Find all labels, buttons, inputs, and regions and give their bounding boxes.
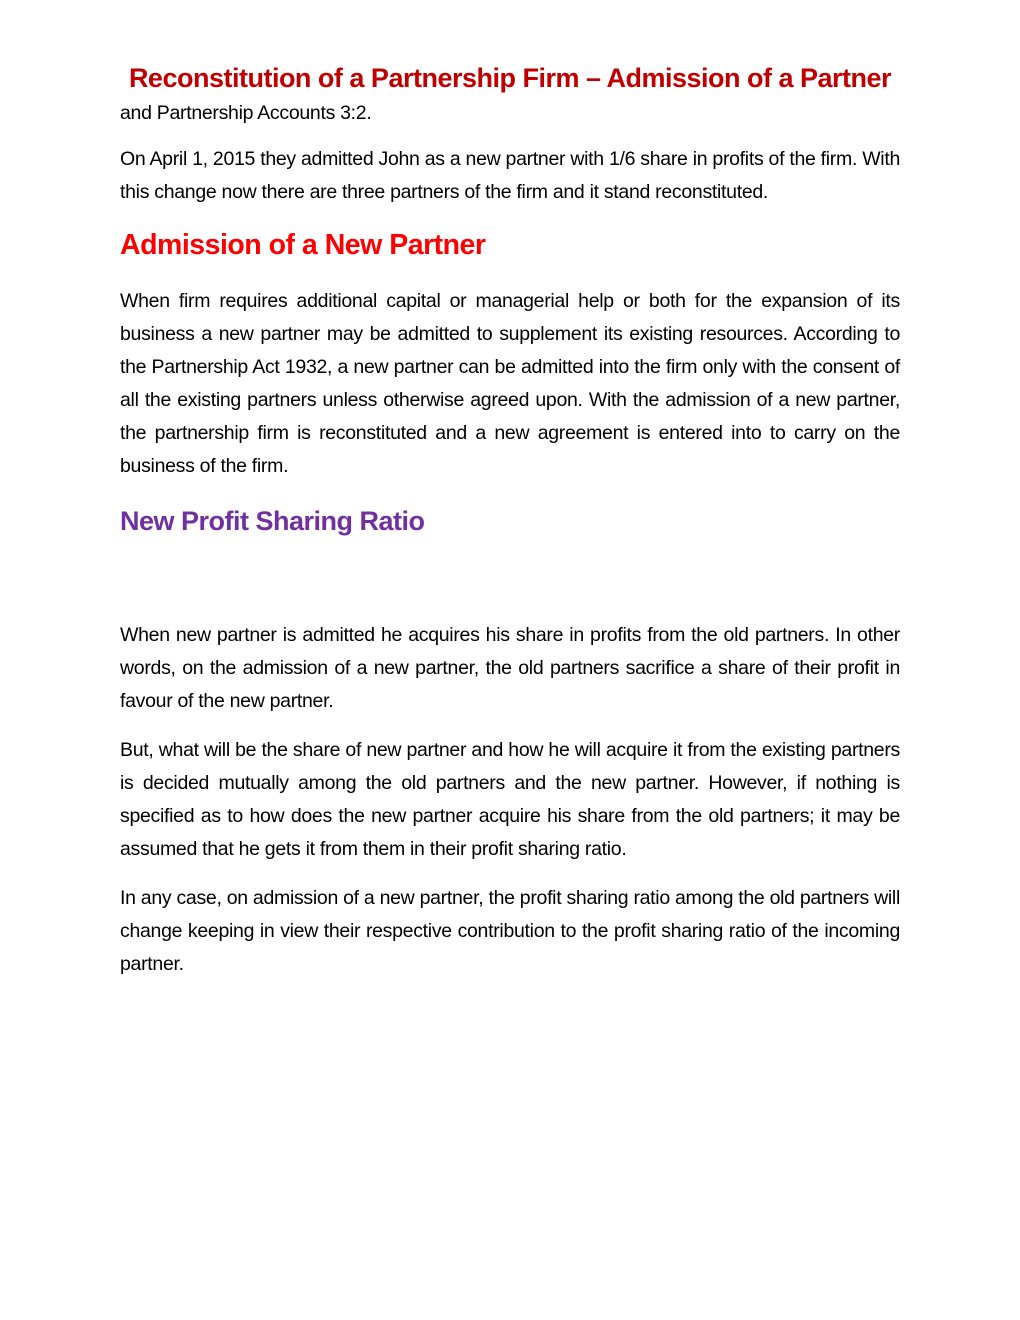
document-title: Reconstitution of a Partnership Firm – A… — [128, 63, 892, 93]
profit-ratio-paragraph-1: When new partner is admitted he acquires… — [120, 624, 900, 712]
profit-ratio-paragraph-3: In any case, on admission of a new partn… — [120, 887, 900, 975]
document-page: Reconstitution of a Partnership Firm – A… — [120, 58, 900, 997]
section-heading-admission: Admission of a New Partner — [120, 229, 486, 261]
intro-paragraph-2: On April 1, 2015 they admitted John as a… — [120, 148, 900, 203]
blank-space — [120, 541, 900, 619]
intro-paragraph-1: and Partnership Accounts 3:2. — [120, 102, 372, 124]
profit-ratio-paragraph-2: But, what will be the share of new partn… — [120, 739, 900, 860]
admission-paragraph: When firm requires additional capital or… — [120, 290, 900, 477]
section-heading-profit-ratio: New Profit Sharing Ratio — [120, 506, 425, 536]
